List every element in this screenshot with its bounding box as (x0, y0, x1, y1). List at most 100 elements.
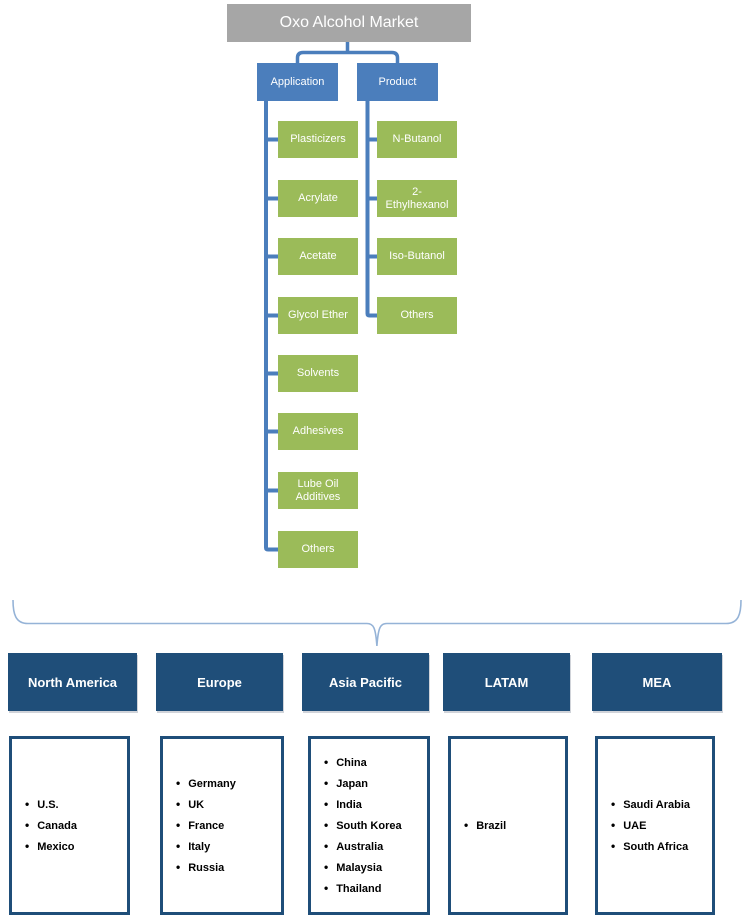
bullet-icon (176, 776, 188, 791)
list-item: South Africa (611, 839, 708, 854)
region-label: Asia Pacific (329, 674, 402, 690)
list-item: UK (176, 797, 277, 812)
application-leaf-lube-oil-additives: Lube Oil Additives (278, 472, 358, 509)
category-label: Application (270, 76, 325, 88)
root-node: Oxo Alcohol Market (227, 4, 471, 42)
bullet-icon (324, 881, 336, 896)
region-header-europe: Europe (156, 653, 283, 711)
country-list-latam: Brazil (448, 736, 568, 915)
product-leaf-2-ethylhexanol: 2-Ethylhexanol (377, 180, 457, 217)
root-node-label: Oxo Alcohol Market (279, 14, 419, 31)
region-header-north-america: North America (8, 653, 137, 711)
region-label: LATAM (484, 674, 529, 690)
region-header-latam: LATAM (443, 653, 570, 711)
category-node-product: Product (357, 63, 438, 101)
country-label: Germany (188, 778, 236, 790)
bullet-icon (176, 839, 188, 854)
application-leaf-glycol-ether: Glycol Ether (278, 297, 358, 334)
bullet-icon (324, 839, 336, 854)
country-list-mea: Saudi Arabia UAE South Africa (595, 736, 715, 915)
country-list-europe: Germany UK France Italy Russia (160, 736, 284, 915)
country-label: Canada (37, 820, 77, 832)
product-spine-connector (365, 101, 377, 318)
list-item: Japan (324, 776, 423, 791)
region-label: North America (27, 674, 118, 690)
application-leaf-others: Others (278, 531, 358, 568)
country-list-north-america: U.S. Canada Mexico (9, 736, 130, 915)
bullet-icon (25, 839, 37, 854)
country-label: Italy (188, 841, 211, 853)
list-item: Thailand (324, 881, 423, 896)
country-list-asia-pacific: China Japan India South Korea Australia … (308, 736, 430, 915)
list-item: Australia (324, 839, 423, 854)
leaf-label: Lube Oil Additives (295, 477, 341, 503)
bullet-icon (176, 797, 188, 812)
application-leaf-plasticizers: Plasticizers (278, 121, 358, 158)
country-label: Malaysia (336, 862, 383, 874)
country-label: South Africa (623, 841, 689, 853)
list-item: France (176, 818, 277, 833)
regions-brace (12, 599, 742, 647)
application-leaf-solvents: Solvents (278, 355, 358, 392)
application-leaf-acrylate: Acrylate (278, 180, 358, 217)
bullet-icon (324, 818, 336, 833)
application-spine-connector (264, 101, 278, 552)
bullet-icon (324, 860, 336, 875)
leaf-label: Glycol Ether (288, 309, 348, 321)
category-node-application: Application (257, 63, 338, 101)
bullet-icon (176, 818, 188, 833)
country-label: France (188, 820, 225, 832)
country-label: Australia (336, 841, 384, 853)
leaf-label: Others (301, 543, 335, 555)
bullet-icon (324, 755, 336, 770)
country-label: Thailand (336, 883, 382, 895)
country-label: India (336, 799, 362, 811)
bullet-icon (611, 839, 623, 854)
leaf-label: Solvents (296, 367, 340, 379)
bullet-icon (25, 818, 37, 833)
country-label: Russia (188, 862, 225, 874)
country-label: Japan (336, 778, 368, 790)
application-leaf-adhesives: Adhesives (278, 413, 358, 450)
list-item: Mexico (25, 839, 123, 854)
leaf-label: Iso-Butanol (389, 250, 445, 262)
product-leaf-n-butanol: N-Butanol (377, 121, 457, 158)
country-label: UK (188, 799, 205, 811)
list-item: Russia (176, 860, 277, 875)
bullet-icon (25, 797, 37, 812)
country-label: UAE (623, 820, 647, 832)
country-label: Saudi Arabia (623, 799, 691, 811)
list-item: U.S. (25, 797, 123, 812)
list-item: India (324, 797, 423, 812)
region-label: Europe (197, 674, 242, 690)
list-item: Brazil (464, 818, 561, 833)
country-label: China (336, 757, 367, 769)
list-item: South Korea (324, 818, 423, 833)
list-item: Italy (176, 839, 277, 854)
application-leaf-acetate: Acetate (278, 238, 358, 275)
leaf-label: Plasticizers (290, 133, 346, 145)
country-label: U.S. (37, 799, 59, 811)
bullet-icon (611, 818, 623, 833)
list-item: China (324, 755, 423, 770)
leaf-label: Others (400, 309, 434, 321)
region-header-mea: MEA (592, 653, 722, 711)
bullet-icon (176, 860, 188, 875)
leaf-label: Adhesives (292, 425, 344, 437)
region-header-asia-pacific: Asia Pacific (302, 653, 429, 711)
list-item: Germany (176, 776, 277, 791)
leaf-label: N-Butanol (392, 133, 442, 145)
bullet-icon (464, 818, 476, 833)
bullet-icon (324, 776, 336, 791)
bullet-icon (324, 797, 336, 812)
root-bracket-connector (295, 42, 400, 63)
list-item: Saudi Arabia (611, 797, 708, 812)
category-label: Product (378, 76, 417, 88)
list-item: Canada (25, 818, 123, 833)
product-leaf-iso-butanol: Iso-Butanol (377, 238, 457, 275)
leaf-label: Acetate (299, 250, 337, 262)
list-item: Malaysia (324, 860, 423, 875)
leaf-label: Acrylate (298, 192, 338, 204)
country-label: Mexico (37, 841, 75, 853)
